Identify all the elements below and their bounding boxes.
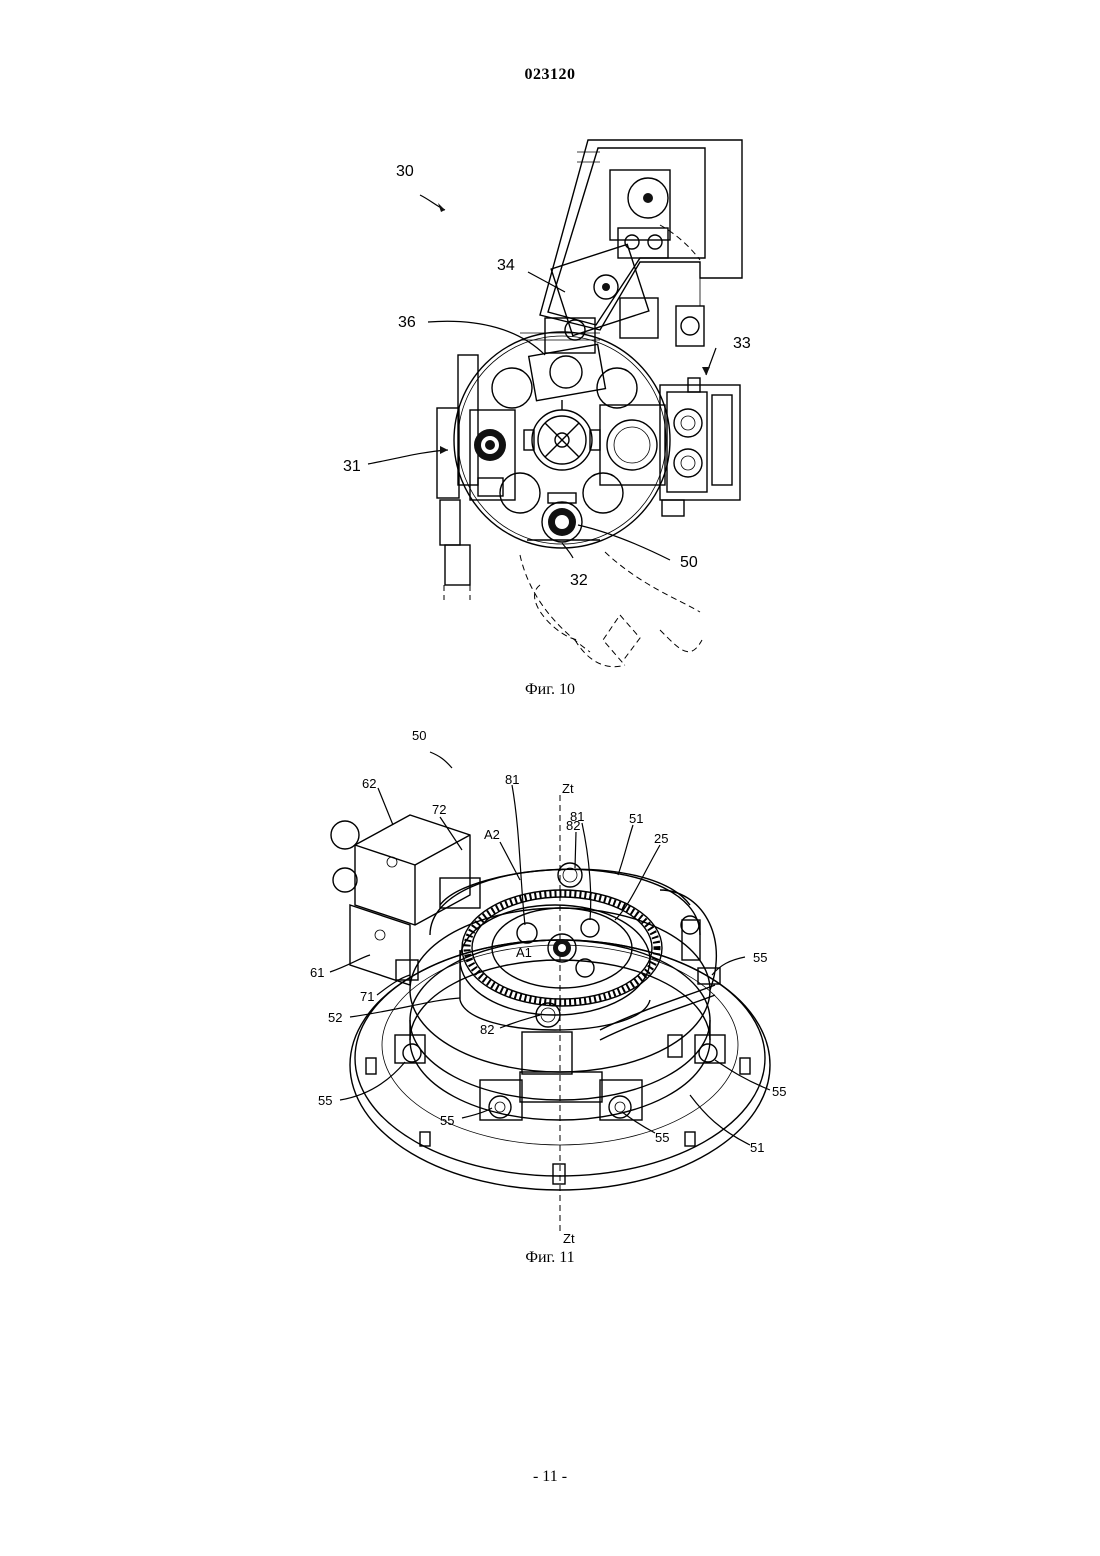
label-25: 25 [654, 831, 668, 846]
label-61: 61 [310, 965, 324, 980]
figure-10-caption: Фиг. 10 [0, 681, 1100, 699]
label-30: 30 [396, 163, 414, 180]
upper-arm-assembly [540, 140, 742, 346]
label-82b: 82 [480, 1022, 494, 1037]
label-55d: 55 [655, 1130, 669, 1145]
label-52: 52 [328, 1010, 342, 1025]
leader-71 [377, 975, 410, 995]
station-31 [437, 355, 515, 600]
leader-62 [378, 788, 393, 825]
leader-81a [512, 785, 525, 925]
label-55b: 55 [318, 1093, 332, 1108]
label-51b: 51 [750, 1140, 764, 1155]
label-36: 36 [398, 314, 416, 331]
leader-31 [368, 450, 448, 464]
label-81b: 81 [570, 809, 584, 824]
leader-82a [575, 832, 576, 868]
label-34: 34 [497, 257, 515, 274]
leader-81b [582, 823, 591, 920]
leader-50 [578, 525, 670, 560]
figure-11-drawing: 50 62 72 A2 81 Zt 82 81 51 25 A1 55 61 7… [0, 725, 1100, 1245]
label-zt-bottom: Zt [563, 1231, 575, 1245]
label-62: 62 [362, 776, 376, 791]
label-72: 72 [432, 802, 446, 817]
label-33: 33 [733, 335, 751, 352]
label-55a: 55 [753, 950, 767, 965]
leader-55d [622, 1112, 655, 1133]
figure-11-caption: Фиг. 11 [0, 1249, 1100, 1267]
label-55e: 55 [772, 1084, 786, 1099]
robot-outline [520, 552, 702, 667]
label-50: 50 [412, 728, 426, 743]
label-51a: 51 [629, 811, 643, 826]
leader-32 [562, 543, 573, 558]
label-55c: 55 [440, 1113, 454, 1128]
head-assembly-36 [520, 318, 605, 401]
label-71: 71 [360, 989, 374, 1004]
actuator-block-61-62 [331, 815, 480, 985]
toothed-ring [462, 863, 662, 1027]
label-zt-top: Zt [562, 781, 574, 796]
label-a2: A2 [484, 827, 500, 842]
leader-82b [500, 1015, 540, 1028]
leader-51a [618, 825, 633, 875]
label-32: 32 [570, 572, 588, 589]
figure-10-drawing: 30 34 36 33 31 32 50 [0, 120, 1100, 680]
leader-51b [690, 1095, 750, 1145]
page-number: - 11 - [0, 1468, 1100, 1486]
document-number: 023120 [0, 66, 1100, 84]
leader-50 [430, 752, 452, 768]
label-81a: 81 [505, 772, 519, 787]
label-50: 50 [680, 554, 698, 571]
label-31: 31 [343, 458, 361, 475]
label-a1: A1 [516, 945, 532, 960]
